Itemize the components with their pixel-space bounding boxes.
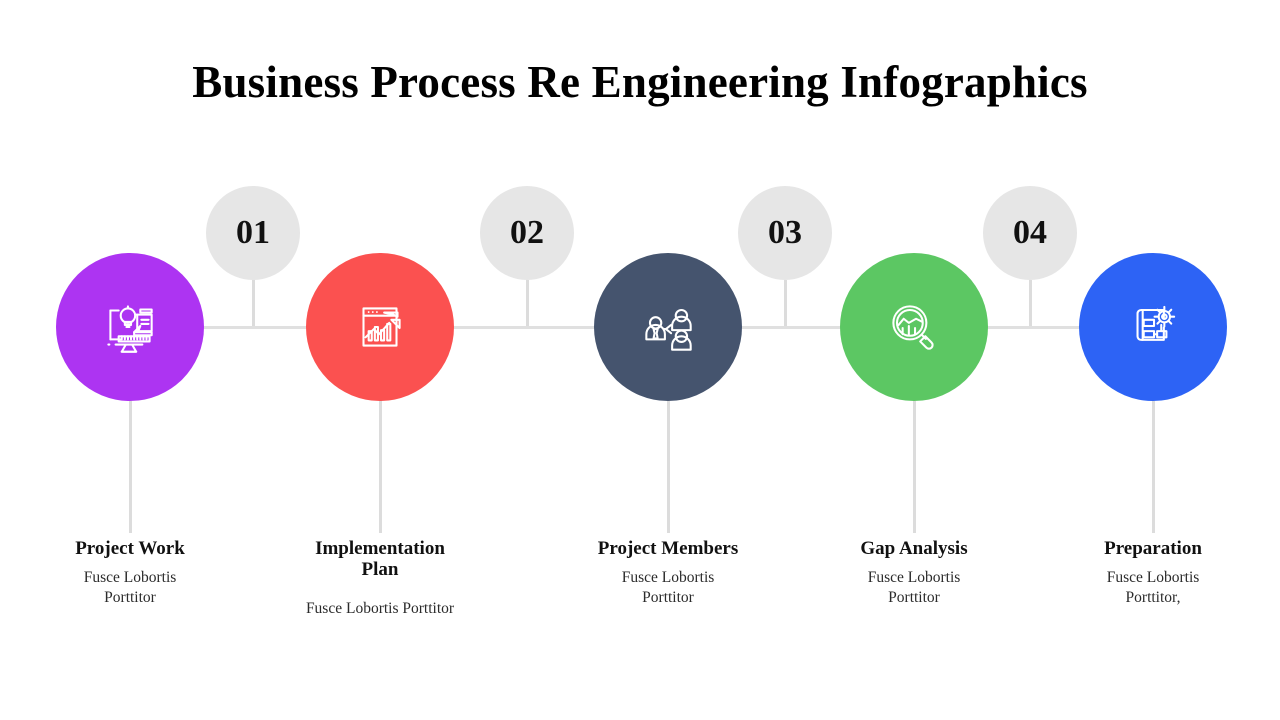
step-node-gap-analysis[interactable] (840, 253, 988, 533)
step-label-project-work: Project Work Fusce Lobortis Porttitor (19, 538, 241, 608)
step-node-project-members[interactable] (594, 253, 742, 533)
step-description-project-work: Fusce Lobortis Porttitor (83, 569, 177, 606)
growth-bar-chart-icon (362, 307, 401, 347)
marker-number-03: 03 (738, 186, 832, 280)
step-icon-circle-project-members[interactable] (594, 253, 742, 401)
step-title-project-work: Project Work (75, 538, 185, 559)
blueprint-gear-icon (1136, 305, 1176, 341)
step-node-implementation-plan[interactable] (306, 253, 454, 533)
step-description-project-members: Fusce Lobortis Porttitor (621, 569, 715, 606)
step-marker-04: 04 (983, 186, 1077, 326)
step-connector-project-work (129, 401, 132, 533)
step-connector-implementation-plan (379, 401, 382, 533)
marker-number-01: 01 (206, 186, 300, 280)
step-marker-01: 01 (206, 186, 300, 326)
marker-connector-01 (252, 280, 255, 326)
step-label-gap-analysis: Gap Analysis Fusce Lobortis Porttitor (804, 538, 1024, 608)
step-label-project-members: Project Members Fusce Lobortis Porttitor (558, 538, 778, 608)
magnifier-chart-icon (892, 305, 934, 350)
step-title-implementation-plan: Implementation Plan (315, 538, 445, 580)
step-connector-gap-analysis (913, 401, 916, 533)
marker-connector-04 (1029, 280, 1032, 326)
step-label-preparation: Preparation Fusce Lobortis Porttitor, (1043, 538, 1263, 608)
step-connector-preparation (1152, 401, 1155, 533)
step-description-gap-analysis: Fusce Lobortis Porttitor (867, 569, 961, 606)
marker-number-02: 02 (480, 186, 574, 280)
step-marker-03: 03 (738, 186, 832, 326)
step-title-gap-analysis: Gap Analysis (860, 538, 968, 559)
monitor-lightbulb-icon (107, 305, 153, 353)
marker-number-04: 04 (983, 186, 1077, 280)
step-title-preparation: Preparation (1104, 538, 1202, 559)
step-description-preparation: Fusce Lobortis Porttitor, (1106, 569, 1200, 606)
step-icon-circle-project-work[interactable] (56, 253, 204, 401)
step-title-project-members: Project Members (597, 538, 739, 559)
step-icon-circle-implementation-plan[interactable] (306, 253, 454, 401)
marker-connector-02 (526, 280, 529, 326)
step-connector-project-members (667, 401, 670, 533)
step-marker-02: 02 (480, 186, 574, 326)
step-label-implementation-plan: Implementation Plan Fusce Lobortis Portt… (270, 538, 490, 619)
marker-connector-03 (784, 280, 787, 326)
team-structure-icon (645, 308, 692, 351)
step-node-preparation[interactable] (1079, 253, 1227, 533)
step-description-implementation-plan: Fusce Lobortis Porttitor (305, 600, 455, 617)
step-icon-circle-gap-analysis[interactable] (840, 253, 988, 401)
step-icon-circle-preparation[interactable] (1079, 253, 1227, 401)
step-node-project-work[interactable] (56, 253, 204, 533)
page-title: Business Process Re Engineering Infograp… (192, 57, 1088, 107)
